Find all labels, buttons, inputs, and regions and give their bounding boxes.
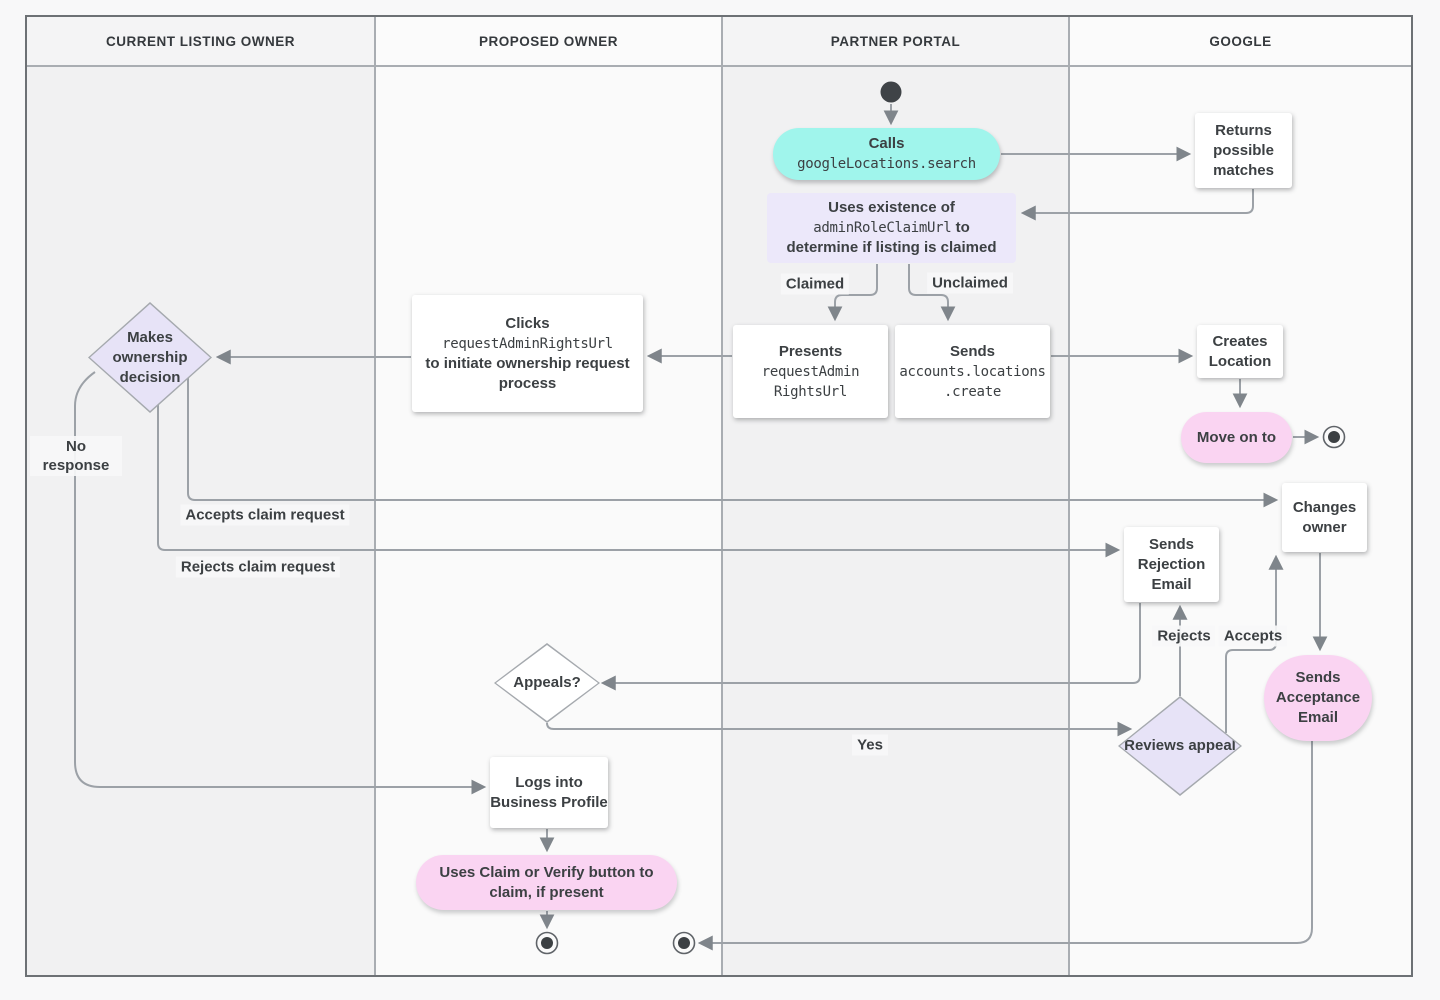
- edge-rejection-to-appeals: [600, 603, 1141, 691]
- step-title: Clicks: [505, 314, 550, 332]
- api-field-text: RightsUrl: [773, 383, 848, 400]
- step-logs-into-business-profile: Logs into Business Profile: [490, 757, 608, 828]
- action-move-on-to: Move on to: [1181, 412, 1292, 463]
- api-field-text: requestAdmin: [761, 363, 860, 380]
- edge-returns-to-uses: [1020, 189, 1254, 221]
- api-method-text: accounts.locations: [899, 363, 1046, 380]
- lane-title: PROPOSED OWNER: [376, 17, 721, 67]
- note-uses-existence-adminroleclaimurl: Uses existence of adminRoleClaimUrl to d…: [767, 193, 1016, 263]
- action-text: Move on to: [1196, 428, 1277, 446]
- api-field-text: requestAdminRightsUrl: [442, 335, 613, 352]
- lane-title: GOOGLE: [1070, 17, 1411, 67]
- lane-title: PARTNER PORTAL: [723, 17, 1068, 67]
- step-text: Changes owner: [1292, 498, 1357, 536]
- edge-label-rejects: Rejects: [1152, 625, 1216, 647]
- lane-title: CURRENT LISTING OWNER: [27, 17, 374, 67]
- step-sends-rejection-email: Sends Rejection Email: [1124, 527, 1219, 602]
- edge-claimed: [827, 264, 878, 322]
- step-text: Creates Location: [1208, 332, 1272, 370]
- edge-accepts-claim-request: [187, 378, 1279, 508]
- end-node: [1322, 425, 1346, 449]
- edge-appeals-yes: [546, 721, 1133, 737]
- step-title: Sends: [949, 342, 995, 360]
- lane-current-listing-owner: CURRENT LISTING OWNER: [27, 17, 374, 975]
- edge-rejects-claim-request: [157, 405, 1121, 558]
- api-method-text: .create: [944, 383, 1001, 400]
- step-returns-possible-matches: Returns possible matches: [1195, 113, 1292, 188]
- end-node: [535, 931, 559, 955]
- step-clicks-requestadminrightsurl: Clicks requestAdminRightsUrl to initiate…: [412, 295, 643, 412]
- note-line: Uses existence of: [828, 199, 955, 216]
- edge-no-response: [74, 371, 487, 795]
- edge-label-no-response: No response: [30, 436, 122, 476]
- end-node: [672, 931, 696, 955]
- edge-label-claimed: Claimed: [780, 273, 850, 295]
- action-title: Calls: [868, 135, 905, 152]
- step-creates-location: Creates Location: [1197, 325, 1283, 378]
- step-title: Presents: [778, 342, 843, 360]
- edge-label-unclaimed: Unclaimed: [927, 272, 1013, 294]
- step-text: to initiate ownership request process: [425, 354, 630, 392]
- edge-label-yes: Yes: [852, 734, 888, 756]
- edge-label-accepts: Accepts: [1218, 625, 1288, 647]
- action-calls-googlelocations-search: Calls googleLocations.search: [773, 128, 1000, 180]
- action-uses-claim-or-verify-button: Uses Claim or Verify button to claim, if…: [416, 855, 677, 910]
- start-node: [880, 81, 902, 103]
- step-text: Logs into Business Profile: [490, 773, 608, 811]
- action-text: Uses Claim or Verify button to claim, if…: [439, 863, 654, 901]
- note-line: determine if listing is claimed: [786, 239, 997, 256]
- action-text: Sends Acceptance Email: [1275, 669, 1361, 726]
- action-sends-acceptance-email: Sends Acceptance Email: [1264, 655, 1372, 741]
- step-changes-owner: Changes owner: [1282, 483, 1367, 552]
- api-method-text: googleLocations.search: [797, 156, 976, 172]
- edge-label-accepts-claim-request: Accepts claim request: [180, 504, 350, 526]
- step-presents-requestadminrightsurl: Presents requestAdmin RightsUrl: [733, 325, 888, 418]
- note-line: adminRoleClaimUrl to: [813, 219, 970, 236]
- step-text: Returns possible matches: [1213, 121, 1274, 179]
- step-sends-accounts-locations-create: Sends accounts.locations .create: [895, 325, 1050, 418]
- step-text: Sends Rejection Email: [1137, 535, 1206, 593]
- edge-label-rejects-claim-request: Rejects claim request: [175, 556, 341, 578]
- edge-unclaimed: [908, 264, 956, 322]
- edge-acceptance-to-end: [697, 741, 1313, 951]
